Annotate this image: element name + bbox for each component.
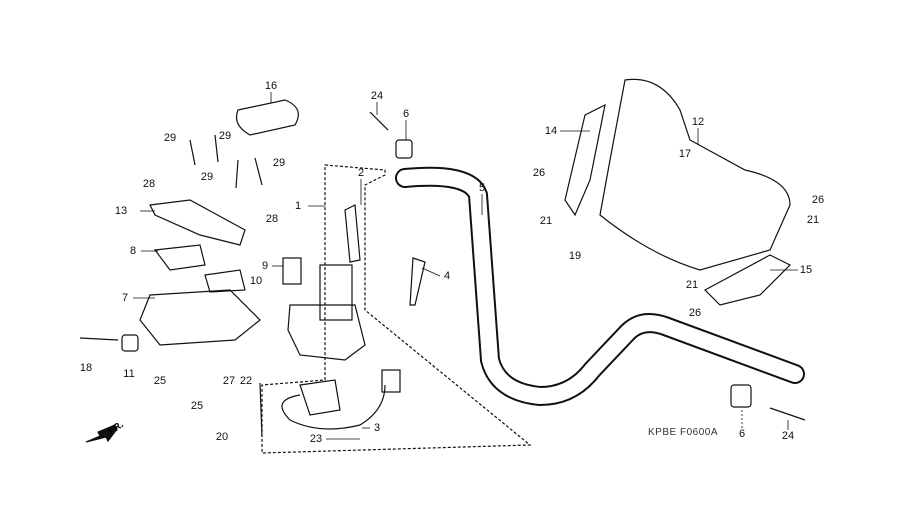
callout-label: 6 (738, 428, 746, 440)
callout-label: 26 (811, 194, 825, 206)
holder-10 (204, 269, 246, 293)
collar-9 (282, 257, 302, 285)
callout-label: 19 (568, 250, 582, 262)
callout-label: 7 (121, 292, 129, 304)
cushion-11 (121, 334, 139, 352)
callout-label: 2 (357, 167, 365, 179)
bracket-13 (149, 199, 246, 246)
weight-6-bottom (730, 384, 752, 408)
switch-3 (299, 379, 341, 416)
callout-label: 24 (370, 90, 384, 102)
fr-arrow (85, 424, 118, 443)
callout-label: 23 (309, 433, 323, 445)
callout-label: 22 (239, 375, 253, 387)
callout-label: 29 (218, 130, 232, 142)
callout-label: 13 (114, 205, 128, 217)
weight-6-top (395, 139, 413, 159)
callout-label: 8 (129, 245, 137, 257)
lower-cover (704, 254, 792, 306)
switch-base (287, 304, 366, 361)
callout-label: 27 (222, 375, 236, 387)
callout-label: 24 (781, 430, 795, 442)
callout-label: 20 (215, 431, 229, 443)
callout-label: 21 (539, 215, 553, 227)
switch-body (319, 264, 353, 321)
callout-label: 29 (200, 171, 214, 183)
callout-label: 18 (79, 362, 93, 374)
callout-label: 28 (142, 178, 156, 190)
callout-label: 29 (163, 132, 177, 144)
diagram-code: KPBE F0600A (648, 427, 718, 438)
callout-label: 25 (153, 375, 167, 387)
callout-label: 3 (373, 422, 381, 434)
callout-label: 12 (691, 116, 705, 128)
holder-7 (139, 289, 261, 346)
holder-8 (153, 244, 206, 271)
callout-label: 16 (264, 80, 278, 92)
key-2 (344, 204, 361, 263)
key-4 (409, 257, 426, 306)
callout-label: 11 (123, 368, 135, 380)
callout-label: 25 (190, 400, 204, 412)
callout-label: 15 (799, 264, 813, 276)
wire-harness (281, 384, 386, 430)
callout-label: 17 (678, 148, 692, 160)
callout-label: 28 (265, 213, 279, 225)
connector (381, 369, 401, 393)
callout-label: 26 (688, 307, 702, 319)
callout-label: 10 (249, 275, 263, 287)
callout-label: 14 (544, 125, 558, 137)
callout-label: 9 (261, 260, 269, 272)
callout-label: 26 (532, 167, 546, 179)
assembly-box-1 (261, 164, 532, 454)
callout-label: 21 (685, 279, 699, 291)
callout-label: 5 (478, 182, 486, 194)
handlebar-cover (599, 78, 791, 271)
callout-label: 1 (294, 200, 302, 212)
bracket-14 (564, 103, 606, 217)
callout-label: 4 (443, 270, 451, 282)
callout-label: 21 (806, 214, 820, 226)
cap-16 (235, 99, 299, 136)
callout-label: 6 (402, 108, 410, 120)
callout-label: 29 (272, 157, 286, 169)
